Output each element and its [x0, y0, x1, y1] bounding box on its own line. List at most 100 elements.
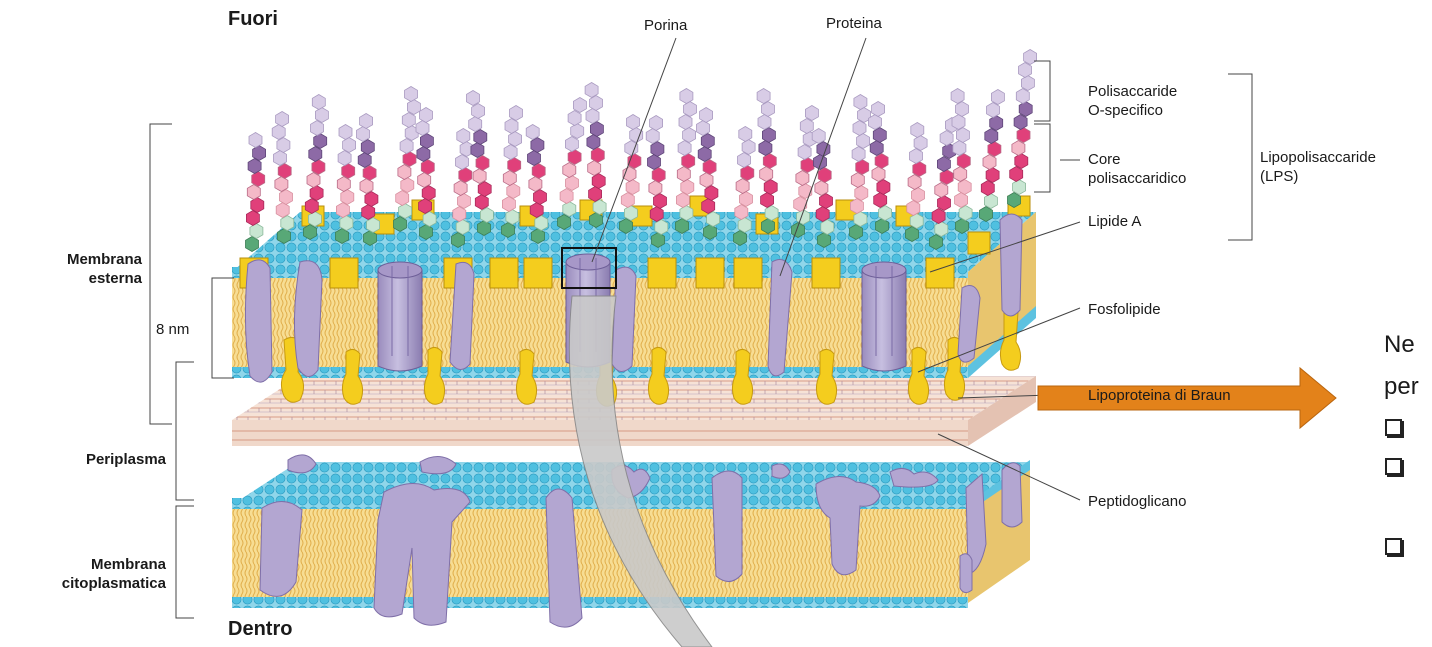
lps-sugar-hexagon [857, 134, 870, 149]
label-membrana-cito-line1: Membrana [10, 555, 166, 574]
lps-sugar-hexagon [362, 205, 375, 220]
label-core-line1: Core [1088, 150, 1186, 169]
lps-sugar-hexagon [312, 95, 325, 110]
lps-sugar-hexagon [360, 114, 373, 129]
label-lps-line2: (LPS) [1260, 167, 1376, 186]
lps-sugar-hexagon [528, 151, 541, 166]
lps-sugar-hexagon [471, 143, 484, 158]
lps-sugar-hexagon [700, 173, 713, 188]
lps-sugar-hexagon [310, 186, 323, 201]
lps-sugar-hexagon [478, 221, 491, 236]
lps-sugar-hexagon [991, 90, 1004, 105]
lps-sugar-hexagon [854, 95, 867, 110]
lps-sugar-hexagon [405, 87, 418, 102]
lps-sugar-hexagon [1016, 89, 1029, 104]
lps-sugar-hexagon [472, 104, 485, 119]
lps-sugar-hexagon [910, 214, 923, 229]
lps-sugar-hexagon [856, 160, 869, 175]
lps-sugar-hexagon [568, 150, 581, 165]
lps-sugar-hexagon [403, 152, 416, 167]
lps-sugar-hexagon [798, 145, 811, 160]
lps-sugar-hexagon [854, 212, 867, 227]
label-membrana-esterna: Membrana esterna [20, 250, 142, 288]
lps-sugar-hexagon [473, 169, 486, 184]
lps-sugar-hexagon [343, 138, 356, 153]
lps-sugar-hexagon [509, 132, 522, 147]
label-membrana-cito-line2: citoplasmatica [10, 574, 166, 593]
lps-sugar-hexagon [646, 129, 659, 144]
lps-sugar-hexagon [626, 180, 639, 195]
lps-sugar-hexagon [935, 222, 948, 237]
lps-sugar-hexagon [401, 178, 414, 193]
checkbox-icon [1385, 538, 1402, 555]
lps-sugar-hexagon [253, 146, 266, 161]
label-membrana-esterna-line2: esterna [20, 269, 142, 288]
lps-sugar-hexagon [340, 216, 353, 231]
lps-sugar-hexagon [681, 180, 694, 195]
lps-sugar-hexagon [680, 206, 693, 221]
label-dentro: Dentro [228, 620, 292, 639]
lps-sugar-hexagon [526, 125, 539, 140]
lps-sugar-hexagon [624, 206, 637, 221]
lps-sugar-hexagon [956, 219, 969, 234]
lps-sugar-hexagon [988, 142, 1001, 157]
lps-sugar-hexagon [799, 184, 812, 199]
lps-sugar-hexagon [312, 160, 325, 175]
lps-sugar-hexagon [1008, 193, 1021, 208]
lps-sugar-hexagon [911, 123, 924, 138]
label-polisaccaride-line2: O-specifico [1088, 101, 1177, 120]
lps-sugar-hexagon [650, 207, 663, 222]
lps-sugar-hexagon [952, 115, 965, 130]
lps-sugar-hexagon [588, 161, 601, 176]
lps-sugar-hexagon [507, 184, 520, 199]
lps-sugar-hexagon [252, 172, 265, 187]
lps-sugar-hexagon [739, 127, 752, 142]
lps-sugar-hexagon [568, 111, 581, 126]
lps-sugar-hexagon [476, 156, 489, 171]
lps-sugar-hexagon [627, 115, 640, 130]
lps-sugar-hexagon [740, 192, 753, 207]
label-peptidoglicano: Peptidoglicano [1088, 492, 1186, 511]
lps-sugar-hexagon [250, 224, 263, 239]
lps-sugar-hexagon [1013, 180, 1026, 195]
lps-sugar-hexagon [249, 133, 262, 148]
lps-sugar-hexagon [1010, 167, 1023, 182]
label-porina: Porina [644, 16, 687, 35]
lps-sugar-hexagon [684, 102, 697, 117]
side-text-line2: per [1384, 372, 1419, 402]
checkbox-icon [1385, 458, 1402, 475]
lps-sugar-hexagon [342, 164, 355, 179]
lps-sugar-hexagon [417, 147, 430, 162]
lps-sugar-hexagon [467, 91, 480, 106]
lps-sugar-hexagon [814, 155, 827, 170]
lps-sugar-hexagon [812, 129, 825, 144]
lps-sugar-hexagon [419, 199, 432, 214]
lps-sugar-hexagon [953, 141, 966, 156]
label-lps: Lipopolisaccaride (LPS) [1260, 148, 1376, 186]
lps-sugar-hexagon [738, 218, 751, 233]
lps-sugar-hexagon [420, 108, 433, 123]
lps-sugar-hexagon [986, 168, 999, 183]
lps-sugar-hexagon [510, 106, 523, 121]
label-lipide-a: Lipide A [1088, 212, 1141, 231]
lps-sugar-hexagon [469, 117, 482, 132]
lps-sugar-hexagon [698, 147, 711, 162]
lps-sugar-hexagon [1015, 154, 1028, 169]
lps-sugar-hexagon [458, 194, 471, 209]
lps-sugar-hexagon [456, 220, 469, 235]
lps-sugar-hexagon [937, 157, 950, 172]
lps-sugar-hexagon [506, 210, 519, 225]
checkbox-icon [1385, 419, 1402, 436]
lps-sugar-hexagon [457, 129, 470, 144]
label-scale-8nm: 8 nm [156, 320, 189, 339]
lps-sugar-hexagon [565, 137, 578, 152]
lps-sugar-hexagon [935, 183, 948, 198]
label-polisaccaride: Polisaccaride O-specifico [1088, 82, 1177, 120]
lps-sugar-hexagon [400, 139, 413, 154]
lps-sugar-hexagon [251, 198, 264, 213]
lps-sugar-hexagon [914, 136, 927, 151]
label-fosfolipide: Fosfolipide [1088, 300, 1161, 319]
lps-sugar-hexagon [589, 187, 602, 202]
label-membrana-esterna-line1: Membrana [20, 250, 142, 269]
